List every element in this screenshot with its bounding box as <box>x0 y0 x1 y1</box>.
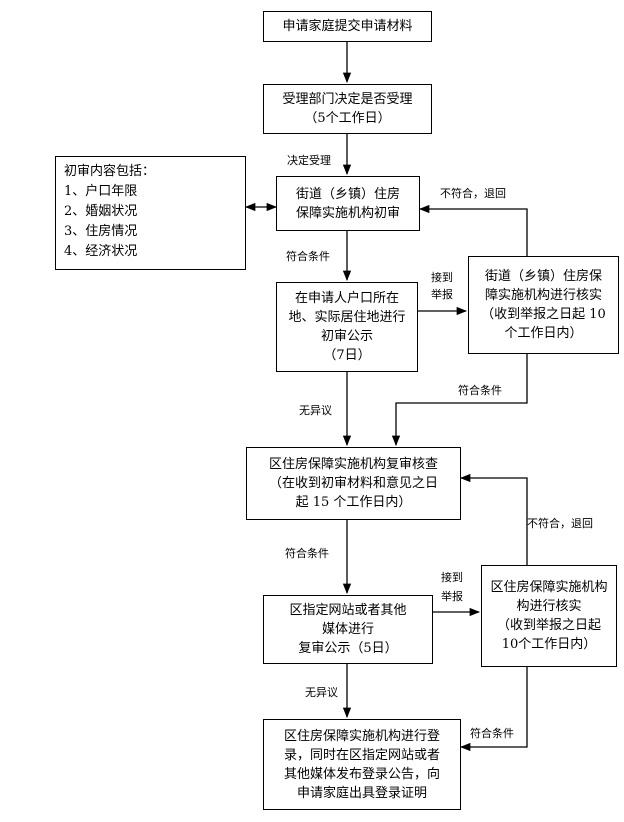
node-district-review: 区住房保障实施机构复审核查 （在收到初审材料和意见之日 起 15 个工作日内） <box>246 447 461 520</box>
node-init-content: 初审内容包括： 1、户口年限 2、婚姻状况 3、住房情况 4、经济状况 <box>55 156 246 270</box>
arrow-street-verify-to-district-review <box>391 354 528 447</box>
node-register-line-2: 录，同时在区指定网站或者 <box>283 747 440 763</box>
label-meet-4: 符合条件 <box>470 727 514 740</box>
node-init-publicity-line-1: 在申请人户口所在 <box>294 291 399 306</box>
node-init-review-line-1: 街道（乡镇）住房 <box>295 186 400 202</box>
node-register-line-1: 区住房保障实施机构进行登 <box>283 728 440 744</box>
node-apply: 申请家庭提交申请材料 <box>263 11 432 42</box>
label-report-1a: 接到 <box>431 271 453 284</box>
node-init-content-line-4: 3、住房情况 <box>64 224 138 239</box>
node-init-publicity-line-3: 初审公示 <box>320 329 373 344</box>
node-street-verify-line-4: 个工作日内） <box>504 326 583 341</box>
node-district-publicity: 区指定网站或者其他 媒体进行 复审公示（5日） <box>263 595 433 664</box>
node-register-line-3: 其他媒体发布登录公告，向 <box>283 766 440 782</box>
node-accept-line-1: 受理部门决定是否受理 <box>282 92 413 107</box>
node-district-review-line-2: （在收到初审材料和意见之日 <box>268 476 438 491</box>
arrow-district-verify-return <box>459 473 528 565</box>
node-init-publicity-line-2: 地、实际居住地进行 <box>288 310 406 325</box>
node-init-publicity-line-4: （7日） <box>323 348 371 363</box>
arrow-street-verify-return <box>418 204 528 256</box>
node-init-content-line-1: 初审内容包括： <box>64 164 156 179</box>
node-street-verify: 街道（乡镇）住房保 障实施机构进行核实 （收到举报之日起 10 个工作日内） <box>468 256 619 354</box>
label-no-objection-1: 无异议 <box>299 404 332 417</box>
label-meet-2: 符合条件 <box>458 384 502 397</box>
node-district-publicity-line-2: 媒体进行 <box>321 622 374 637</box>
node-street-verify-line-2: 障实施机构进行核实 <box>484 288 602 303</box>
node-apply-line-1: 申请家庭提交申请材料 <box>282 19 413 34</box>
node-init-content-line-2: 1、户口年限 <box>64 184 138 199</box>
arrow-district-verify-to-register <box>459 667 528 752</box>
node-register-line-4: 申请家庭出具登录证明 <box>296 785 427 801</box>
node-init-review: 街道（乡镇）住房 保障实施机构初审 <box>276 176 420 231</box>
label-report-2a: 接到 <box>441 571 463 584</box>
node-init-publicity: 在申请人户口所在 地、实际居住地进行 初审公示 （7日） <box>276 282 418 372</box>
node-accept-line-2: （5个工作日） <box>304 111 391 126</box>
node-accept: 受理部门决定是否受理 （5个工作日） <box>263 84 432 134</box>
node-district-publicity-line-1: 区指定网站或者其他 <box>289 603 407 618</box>
label-not-match-1: 不符合，退回 <box>440 187 506 200</box>
node-register: 区住房保障实施机构进行登 录，同时在区指定网站或者 其他媒体发布登录公告，向 申… <box>263 719 461 810</box>
node-district-verify-line-4: 10个工作日内） <box>501 637 597 652</box>
label-meet-3: 符合条件 <box>285 547 329 560</box>
node-district-verify: 区住房保障实施机构 构进行核实 （收到举报之日起 10个工作日内） <box>481 565 617 667</box>
node-district-review-line-3: 起 15 个工作日内） <box>295 495 412 510</box>
node-init-review-line-2: 保障实施机构初审 <box>295 205 400 221</box>
node-district-verify-line-1: 区住房保障实施机构 <box>490 580 608 595</box>
label-decide-accept: 决定受理 <box>287 154 331 167</box>
label-not-match-2: 不符合，退回 <box>527 517 593 530</box>
label-no-objection-2: 无异议 <box>305 686 338 699</box>
node-street-verify-line-1: 街道（乡镇）住房保 <box>484 269 602 284</box>
node-district-verify-line-2: 构进行核实 <box>516 599 582 614</box>
node-district-publicity-line-3: 复审公示（5日） <box>298 641 398 656</box>
node-init-content-line-5: 4、经济状况 <box>64 244 138 259</box>
node-init-content-line-3: 2、婚姻状况 <box>64 204 138 219</box>
label-report-1b: 举报 <box>431 288 453 301</box>
label-meet-1: 符合条件 <box>286 250 330 263</box>
label-report-2b: 举报 <box>441 590 463 603</box>
node-district-review-line-1: 区住房保障实施机构复审核查 <box>268 457 438 472</box>
node-street-verify-line-3: （收到举报之日起 10 <box>481 307 606 322</box>
node-district-verify-line-3: （收到举报之日起 <box>496 618 601 633</box>
